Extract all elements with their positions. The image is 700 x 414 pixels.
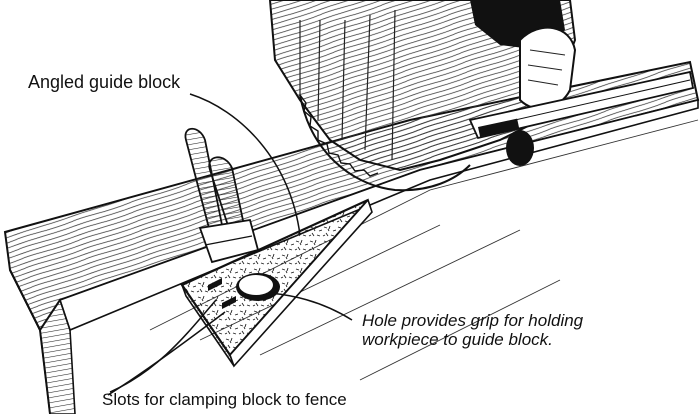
grip-hole — [236, 273, 280, 301]
label-clamping-slots: Slots for clamping block to fence — [102, 391, 347, 410]
label-grip-hole-line1: Hole provides grip for holding — [362, 312, 583, 331]
label-grip-hole: Hole provides grip for holding workpiece… — [362, 312, 583, 349]
label-grip-hole-line2: workpiece to guide block. — [362, 331, 583, 350]
label-angled-guide-block: Angled guide block — [28, 73, 180, 93]
